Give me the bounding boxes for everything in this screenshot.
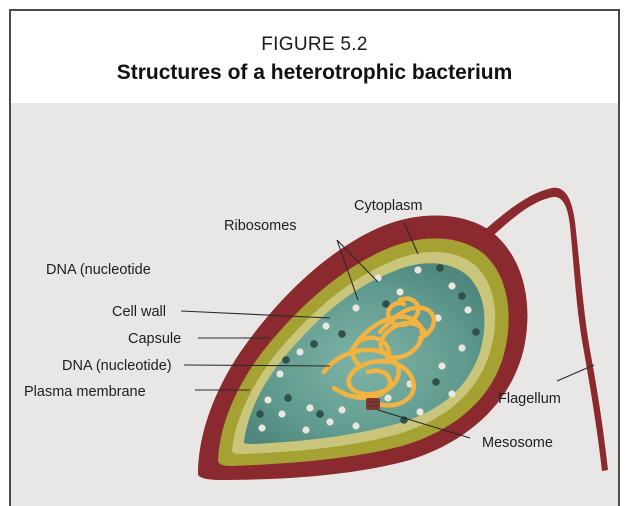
label-ribosomes: Ribosomes [224, 218, 297, 234]
label-cell-wall: Cell wall [112, 304, 166, 320]
label-capsule: Capsule [128, 331, 181, 347]
label-cytoplasm: Cytoplasm [354, 198, 423, 214]
label-mesosome: Mesosome [482, 435, 553, 451]
label-flagellum: Flagellum [498, 391, 561, 407]
label-dna: DNA (nucleotide) [62, 358, 172, 374]
label-plasma-membrane: Plasma membrane [24, 384, 146, 400]
mesosome [366, 398, 380, 410]
label-dna-top: DNA (nucleotide [46, 262, 151, 278]
